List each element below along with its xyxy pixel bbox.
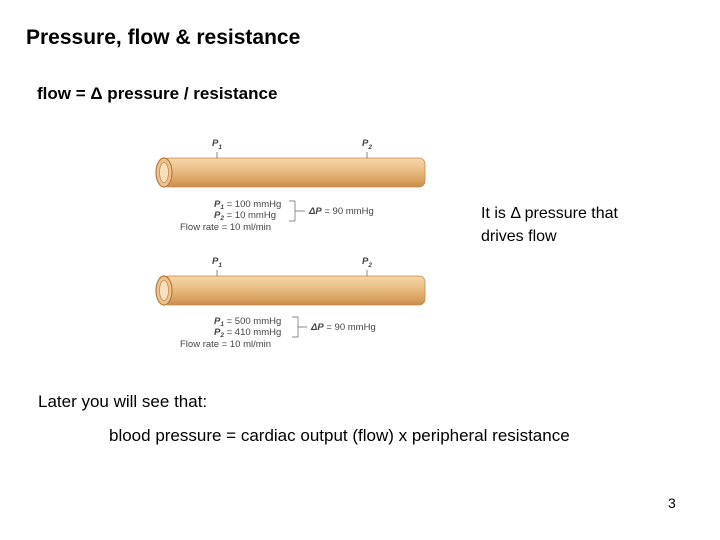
tube-2 <box>162 275 426 306</box>
blood-pressure-equation: blood pressure = cardiac output (flow) x… <box>109 426 570 445</box>
tube-2-bracket <box>292 316 307 338</box>
tube-2-lumen <box>159 280 169 301</box>
tube-1-bracket <box>289 200 305 222</box>
tube-2-p1-value: P1 = 500 mmHg <box>214 316 281 328</box>
note-line-1: It is Δ pressure that <box>481 205 618 222</box>
tube-2-p2-marker: P2 <box>362 256 372 269</box>
flow-formula: flow = Δ pressure / resistance <box>37 84 278 103</box>
tube-1 <box>162 157 426 188</box>
page-number: 3 <box>668 495 676 511</box>
tube-2-p2-value: P2 = 410 mmHg <box>214 327 281 339</box>
tube-2-delta-p: ΔP = 90 mmHg <box>310 322 376 333</box>
tube-1-delta-p: ΔP = 90 mmHg <box>308 206 374 217</box>
tube-1-group: P1 P2 P1 = 100 mmHg P2 = 10 mmHg Flow ra… <box>155 138 426 233</box>
tube-1-p1-marker: P1 <box>212 138 222 151</box>
tube-1-lumen <box>159 162 169 183</box>
tube-2-flow-rate: Flow rate = 10 ml/min <box>180 339 271 350</box>
tube-1-flow-rate: Flow rate = 10 ml/min <box>180 222 271 233</box>
delta-pressure-note: It is Δ pressure that drives flow <box>481 202 681 248</box>
note-line-2: drives flow <box>481 228 557 245</box>
slide-title: Pressure, flow & resistance <box>26 26 301 49</box>
tube-1-p1-value: P1 = 100 mmHg <box>214 199 281 211</box>
tube-2-group: P1 P2 P1 = 500 mmHg P2 = 410 mmHg Flow r… <box>155 256 426 350</box>
later-text: Later you will see that: <box>38 392 208 411</box>
tube-2-p1-marker: P1 <box>212 256 222 269</box>
tube-1-p2-marker: P2 <box>362 138 372 151</box>
tube-1-p2-value: P2 = 10 mmHg <box>214 210 276 222</box>
